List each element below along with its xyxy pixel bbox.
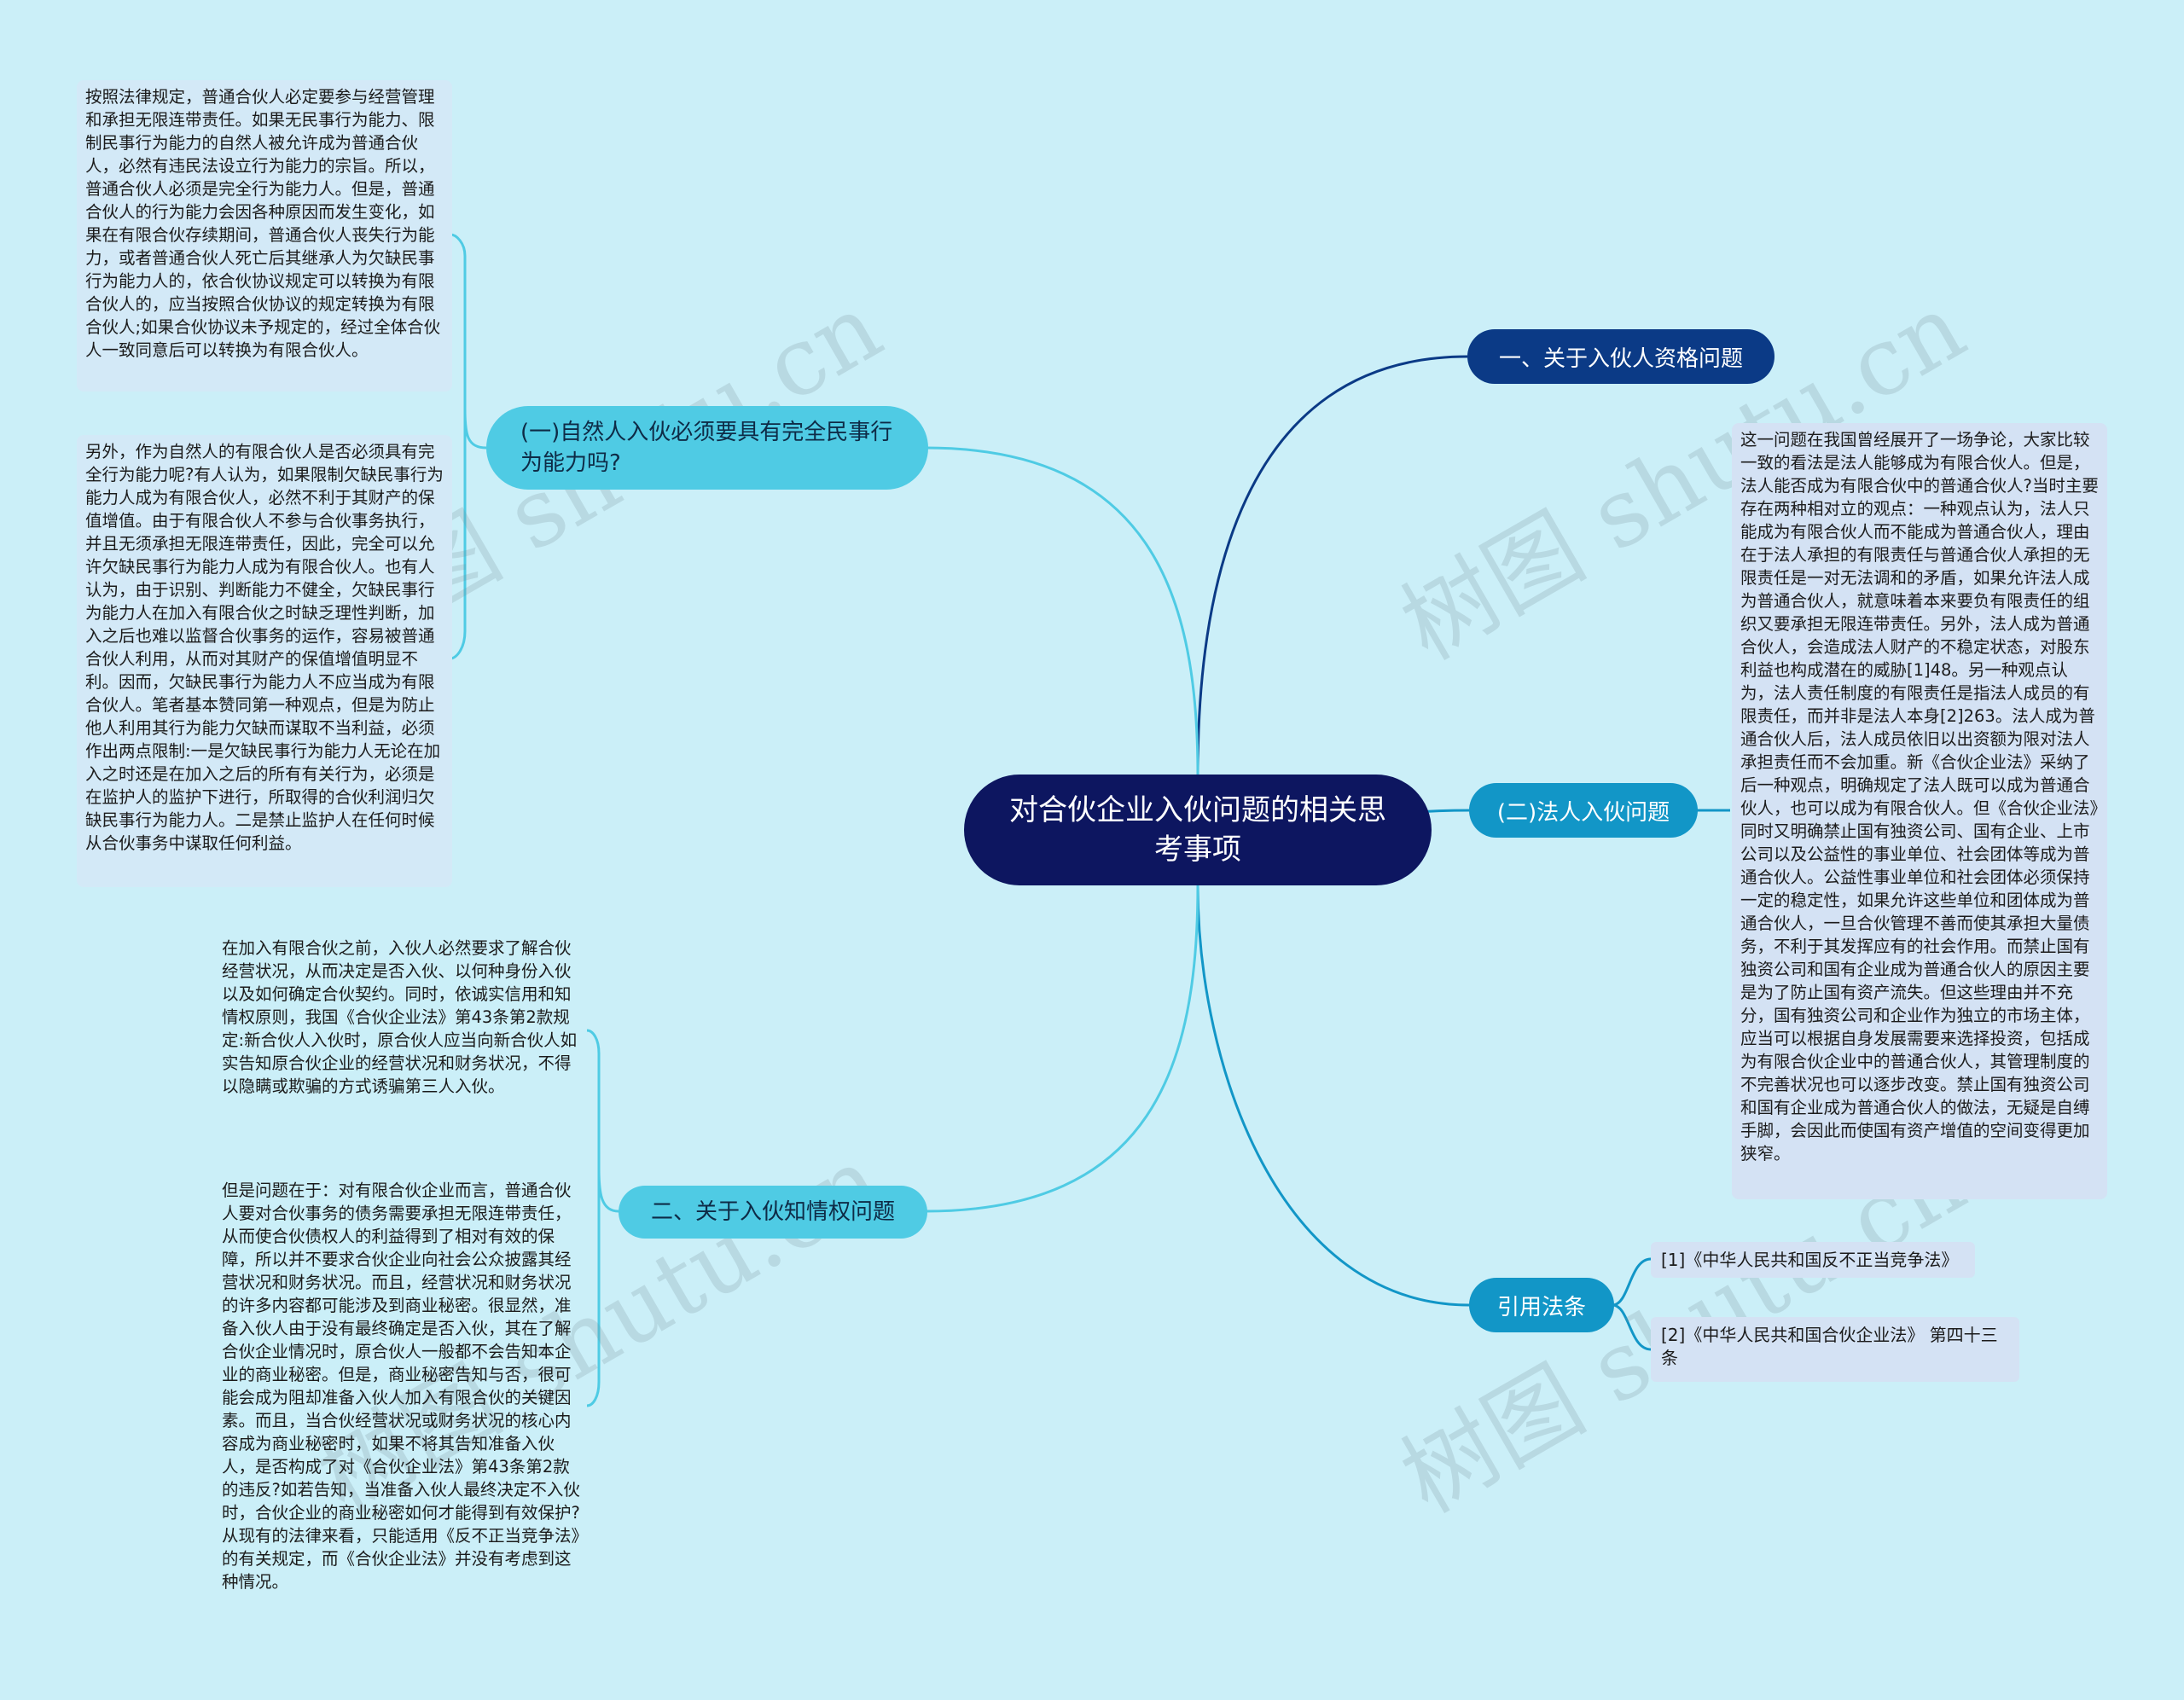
branch-qualification[interactable]: 一、关于入伙人资格问题 [1467,329,1774,384]
branch-citations[interactable]: 引用法条 [1469,1278,1614,1332]
link-root-natural-person [925,446,1199,775]
link-root-qualification [1196,355,1468,775]
note-natural-person-1: 按照法律规定，普通合伙人必定要参与经营管理和承担无限连带责任。如果无民事行为能力… [77,80,452,392]
reference-item: [1]《中华人民共和国反不正当竞争法》 [1651,1242,1975,1278]
root-topic[interactable]: 对合伙企业入伙问题的相关思考事项 [964,775,1432,885]
branch-right-to-know[interactable]: 二、关于入伙知情权问题 [619,1186,927,1239]
link-rtk-bracket [586,1029,619,1407]
note-right-to-know-2: 但是问题在于：对有限合伙企业而言，普通合伙人要对合伙事务的债务需要承担无限连带责… [222,1181,580,1592]
link-ref-1 [1612,1257,1652,1307]
branch-natural-person[interactable]: (一)自然人入伙必须要具有完全民事行为能力吗? [486,406,928,490]
link-np-bracket [450,233,487,660]
reference-item: [2]《中华人民共和国合伙企业法》 第四十三条 [1651,1317,2019,1382]
note-legal-person: 这一问题在我国曾经展开了一场争论，大家比较一致的看法是法人能够成为有限合伙人。但… [1732,423,2107,1199]
branch-legal-person[interactable]: (二)法人入伙问题 [1469,783,1698,838]
link-ref-2 [1612,1303,1652,1351]
link-root-citations [1196,885,1470,1307]
note-right-to-know-1: 在加入有限合伙之前，入伙人必然要求了解合伙经营状况，从而决定是否入伙、以何种身份… [222,938,578,1096]
link-root-right-to-know [925,885,1199,1213]
note-natural-person-2: 另外，作为自然人的有限合伙人是否必须具有完全行为能力呢?有人认为，如果限制欠缺民… [77,435,452,887]
